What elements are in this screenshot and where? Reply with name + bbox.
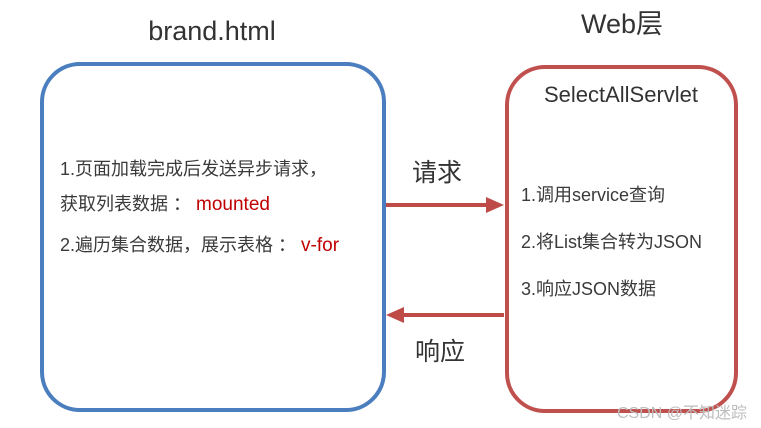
servlet-step-2: 2.将List集合转为JSON [521,232,703,252]
right-box-title: Web层 [580,9,664,39]
csdn-watermark: CSDN @不知迷踪 [616,405,747,422]
request-arrow-label: 请求 [411,159,463,187]
brand-html-box [40,62,386,412]
servlet-box-content: 1.调用service查询 2.将List集合转为JSON 3.响应JSON数据 [521,181,731,322]
response-arrow-label: 响应 [414,338,466,366]
servlet-name-label: SelectAllServlet [543,82,699,107]
left-box-title: brand.html [148,16,276,46]
mounted-code-highlight: mounted [196,194,270,215]
left-note-line1: 1.页面加载完成后发送异步请求， [60,159,328,179]
servlet-step-3: 3.响应JSON数据 [521,279,657,299]
v-for-code-highlight: v-for [301,235,340,256]
servlet-step-1: 1.调用service查询 [521,185,666,205]
left-note-line3-text: 2.遍历集合数据，展示表格 ： [60,235,302,255]
left-note-line2: 获取列表数据 ： mounted [60,195,380,214]
response-arrow [386,307,504,323]
left-note-line2-text: 获取列表数据 ： [60,194,197,214]
select-all-servlet-box [505,65,738,413]
left-note-line3: 2.遍历集合数据，展示表格 ： v-for [60,236,380,255]
brand-html-box-content: 1.页面加载完成后发送异步请求， 获取列表数据 ： mounted 2.遍历集合… [60,160,380,272]
request-arrow [386,197,504,213]
